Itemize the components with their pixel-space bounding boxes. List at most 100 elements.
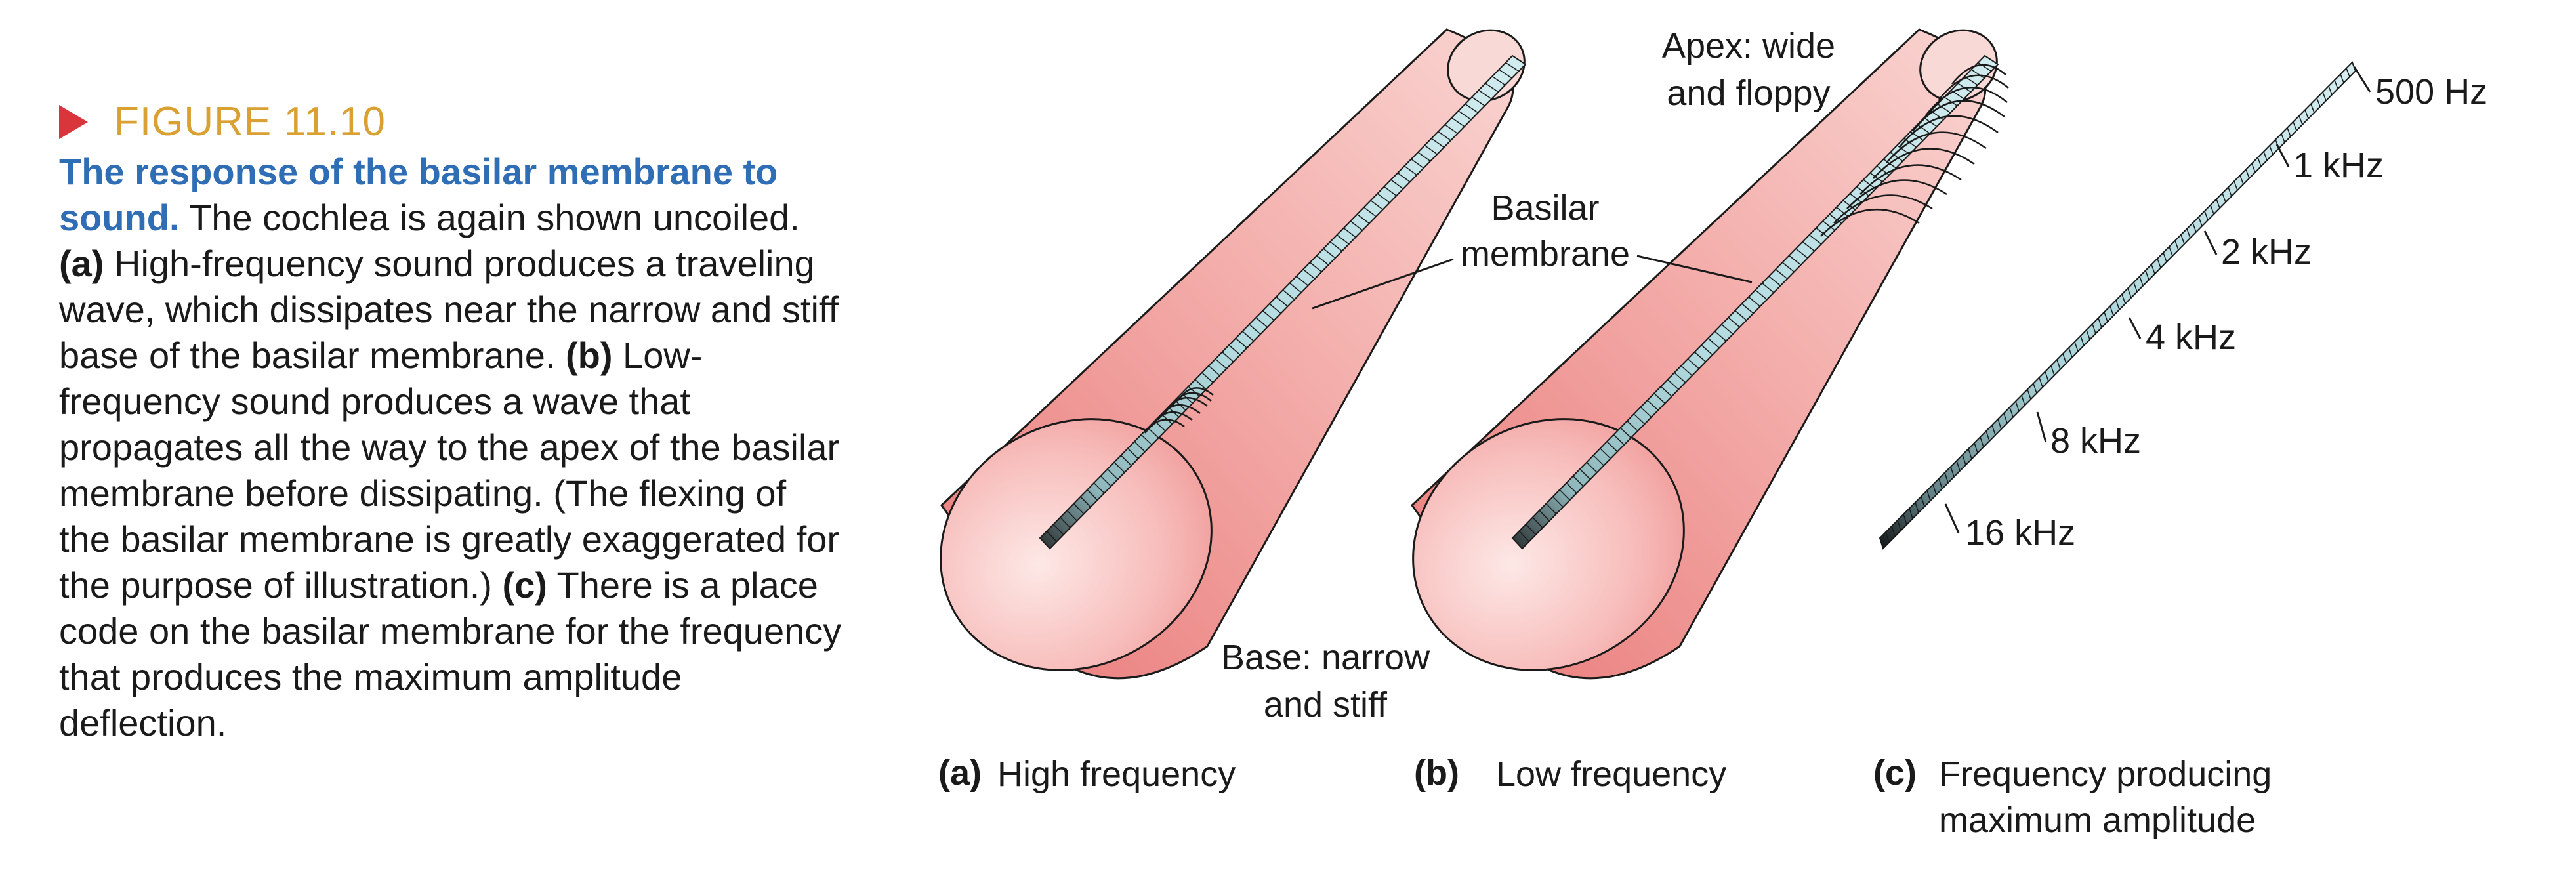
figure-caption: FIGURE 11.10 The response of the basilar… bbox=[59, 98, 846, 746]
membrane-segment-lines bbox=[1046, 62, 1520, 542]
panel-c-marker: (c) bbox=[1873, 753, 1917, 793]
membrane-segment-line bbox=[1242, 331, 1255, 342]
membrane-segment-line bbox=[1971, 69, 1985, 79]
caption-text-intro: The cochlea is again shown uncoiled. bbox=[179, 197, 800, 238]
membrane-segment-line bbox=[2328, 85, 2333, 95]
apex-label-line1: Apex: wide bbox=[1662, 26, 1835, 66]
base-label-line1: Base: narrow bbox=[1221, 638, 1430, 677]
basilar-membrane-pointer-b bbox=[1636, 255, 1753, 283]
membrane-segment-line bbox=[1694, 351, 1707, 362]
frequency-tick bbox=[2036, 411, 2047, 443]
freq-label-1khz: 1 kHz bbox=[2293, 146, 2384, 185]
membrane-segment-line bbox=[1411, 158, 1424, 169]
membrane-segment-line bbox=[1613, 434, 1625, 446]
membrane-segment-line bbox=[1485, 83, 1499, 93]
membrane-segment-line bbox=[1586, 461, 1598, 473]
figure-label: FIGURE 11.10 bbox=[114, 99, 386, 144]
membrane-segment-line bbox=[1734, 310, 1747, 321]
membrane-segment-line bbox=[1296, 276, 1309, 286]
membrane-segment-line bbox=[1444, 124, 1458, 135]
membrane-segment-line bbox=[1323, 248, 1336, 259]
membrane-segment-line bbox=[2104, 312, 2108, 322]
membrane-segment-line bbox=[1653, 392, 1666, 404]
membrane-segment-line bbox=[2293, 121, 2297, 131]
membrane-segment-line bbox=[1781, 262, 1795, 272]
membrane-segment-lines bbox=[1885, 68, 2350, 543]
membrane-segment-line bbox=[2115, 300, 2120, 310]
membrane-segment-line bbox=[1222, 351, 1234, 362]
membrane-segment-line bbox=[2298, 115, 2303, 125]
membrane-segment-line bbox=[1269, 303, 1281, 314]
membrane-segment-line bbox=[1107, 468, 1119, 480]
membrane-segment-line bbox=[1891, 526, 1896, 537]
membrane-segment-line bbox=[2239, 175, 2244, 185]
membrane-segment-line bbox=[2322, 92, 2327, 101]
membrane-segment-line bbox=[2074, 341, 2079, 352]
membrane-segment-line bbox=[2056, 359, 2061, 370]
membrane-segment-line bbox=[2269, 145, 2274, 155]
membrane-segment-line bbox=[1195, 379, 1207, 390]
membrane-segment-line bbox=[2245, 169, 2250, 179]
base-label-line2: and stiff bbox=[1264, 685, 1388, 724]
membrane-segment-line bbox=[2222, 193, 2226, 203]
membrane-segment-line bbox=[1309, 262, 1322, 272]
membrane-segment-line bbox=[2157, 258, 2161, 268]
membrane-segment-line bbox=[2098, 318, 2102, 328]
membrane-segment-line bbox=[1897, 520, 1901, 531]
caption-text-a: High-frequency sound produces a travelin… bbox=[59, 243, 839, 376]
apex-label-line2: and floppy bbox=[1667, 73, 1830, 113]
membrane-segment-line bbox=[1363, 207, 1377, 217]
membrane-segment-line bbox=[2204, 211, 2209, 220]
membrane-segment-line bbox=[2304, 110, 2309, 119]
membrane-segment-line bbox=[2003, 413, 2008, 424]
membrane-segment-line bbox=[1937, 103, 1951, 114]
membrane-segment-line bbox=[2109, 306, 2114, 316]
membrane-segment-line bbox=[1417, 152, 1431, 162]
membrane-segment-line bbox=[1789, 255, 1802, 266]
membrane-segment-line bbox=[1343, 227, 1356, 238]
membrane-segment-line bbox=[1627, 420, 1638, 432]
membrane-segment-line bbox=[1741, 303, 1754, 314]
membrane-segment-line bbox=[1573, 475, 1584, 487]
basilar-label-line2: membrane bbox=[1461, 234, 1630, 274]
membrane-segment-line bbox=[1592, 455, 1604, 467]
membrane-segment-line bbox=[1505, 62, 1520, 72]
membrane-segment-line bbox=[1100, 475, 1111, 487]
membrane-segment-line bbox=[1471, 96, 1485, 106]
membrane-segment-line bbox=[2039, 377, 2043, 388]
membrane-segment-line bbox=[1302, 268, 1316, 280]
membrane-segment-line bbox=[2281, 133, 2285, 143]
membrane-segment-line bbox=[1795, 248, 1808, 259]
membrane-segment-line bbox=[1113, 461, 1125, 473]
membrane-segment-line bbox=[1356, 213, 1370, 224]
membrane-segment-line bbox=[1944, 472, 1949, 484]
membrane-segment-line bbox=[1337, 234, 1350, 245]
membrane-segment-line bbox=[1370, 199, 1383, 210]
freq-label-500hz: 500 Hz bbox=[2375, 72, 2487, 112]
membrane-segment-line bbox=[1235, 337, 1247, 348]
membrane-segment-line bbox=[1606, 441, 1618, 452]
membrane-segment-line bbox=[1140, 434, 1152, 446]
basilar-membrane-pointer-a bbox=[1312, 258, 1454, 310]
membrane-segment-line bbox=[2216, 199, 2220, 209]
membrane-segment-line bbox=[1208, 365, 1220, 376]
membrane-segment-line bbox=[1748, 296, 1760, 307]
membrane-segment-line bbox=[2334, 79, 2338, 89]
membrane-segment-line bbox=[1060, 516, 1071, 528]
membrane-segment-line bbox=[1276, 296, 1288, 307]
membrane-segment-line bbox=[1943, 96, 1958, 106]
membrane-segment-line bbox=[2086, 329, 2090, 340]
membrane-segment-line bbox=[1647, 400, 1659, 411]
membrane-segment-line bbox=[2257, 157, 2262, 167]
membrane-segment-line bbox=[2316, 98, 2321, 107]
membrane-segment-line bbox=[1909, 508, 1913, 519]
membrane-segment-line bbox=[1926, 490, 1931, 501]
membrane-segment-line bbox=[1978, 62, 1992, 72]
membrane-segment-line bbox=[1228, 344, 1241, 356]
membrane-segment-line bbox=[1809, 234, 1822, 245]
membrane-segment-line bbox=[1762, 282, 1774, 293]
membrane-segment-line bbox=[2021, 395, 2025, 406]
membrane-segment-line bbox=[1660, 386, 1672, 397]
membrane-segment-line bbox=[2027, 389, 2031, 400]
membrane-segment-line bbox=[1714, 331, 1727, 342]
